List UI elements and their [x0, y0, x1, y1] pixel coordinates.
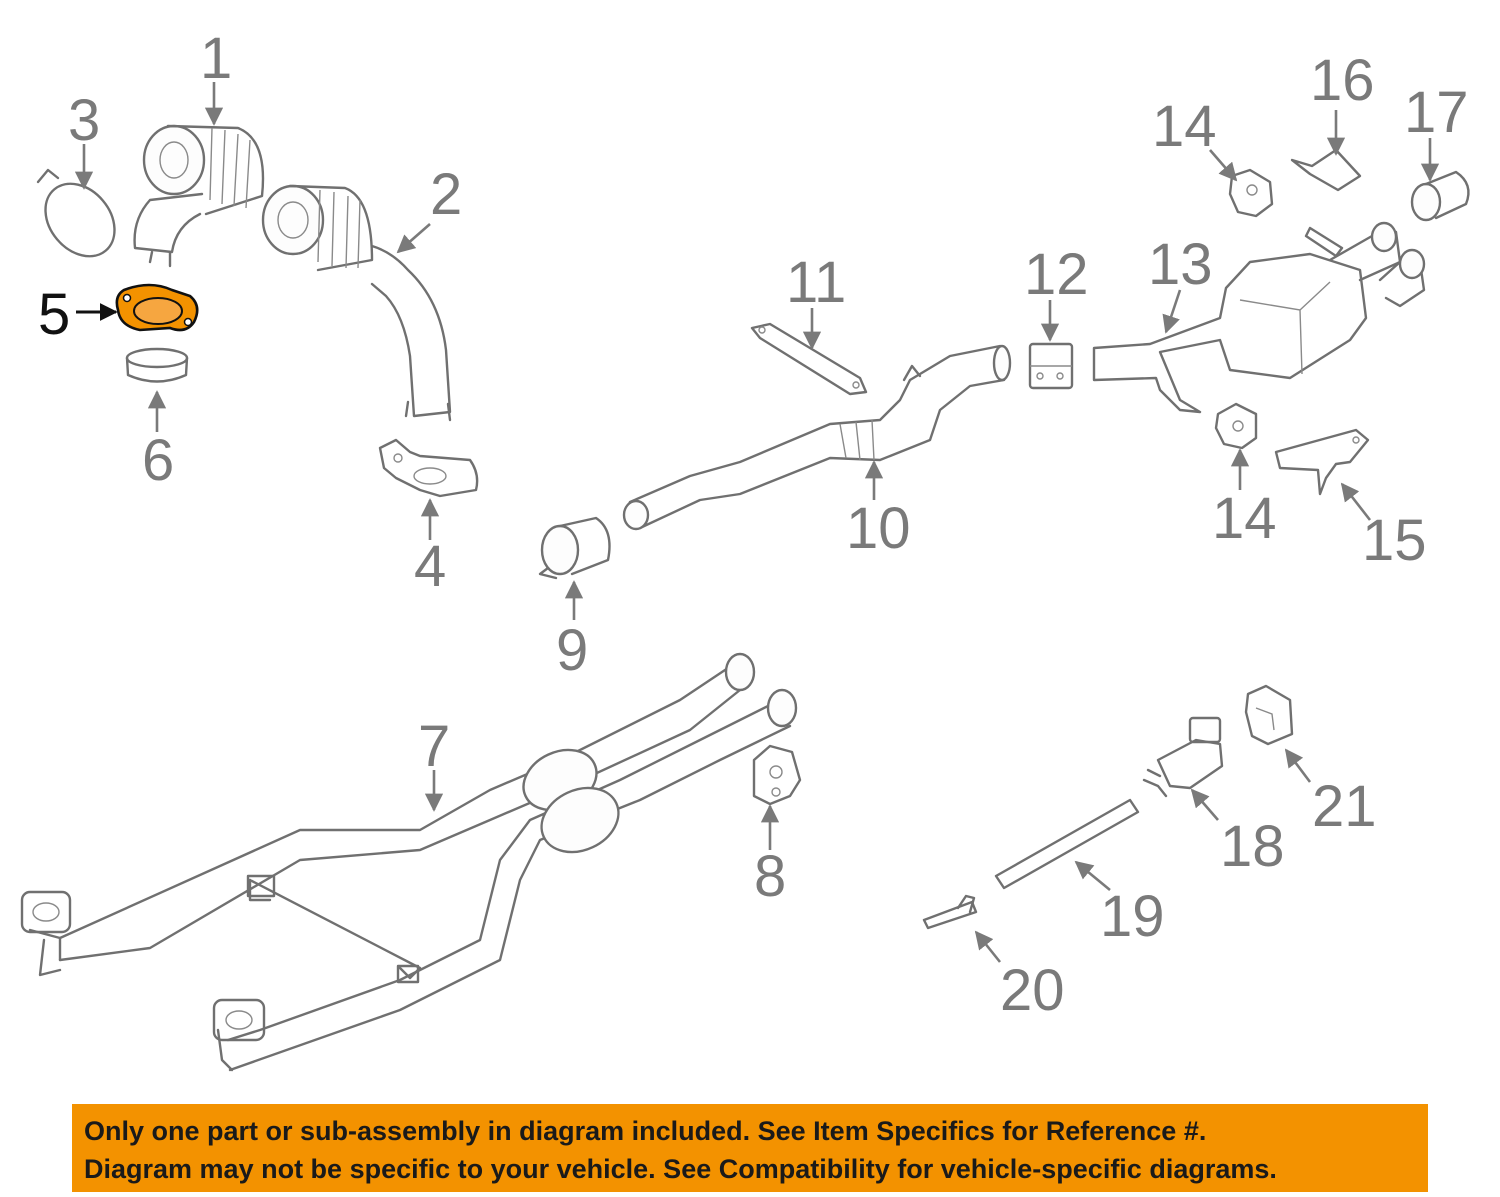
- callout-10: 10: [846, 496, 911, 561]
- gasket-part-5: [115, 283, 199, 332]
- clamp-sleeve-part-9: [538, 516, 611, 580]
- rear-muffler-part-13: [1092, 221, 1426, 414]
- callout-21: 21: [1312, 774, 1377, 839]
- clamp-part-12: [1028, 342, 1074, 390]
- callout-5-highlighted: 5: [38, 282, 70, 347]
- callout-3: 3: [68, 88, 100, 153]
- callout-6: 6: [142, 428, 174, 493]
- callout-14-upper: 14: [1152, 94, 1217, 159]
- valve-part-18: [1142, 716, 1224, 798]
- callout-4: 4: [414, 534, 446, 599]
- callout-14-lower: 14: [1212, 486, 1277, 551]
- callout-1: 1: [200, 26, 232, 91]
- callout-11: 11: [786, 250, 846, 315]
- callout-8: 8: [754, 844, 786, 909]
- ring-part-6: [125, 347, 189, 383]
- callout-15: 15: [1362, 508, 1427, 573]
- callout-13: 13: [1148, 232, 1213, 297]
- intermediate-pipe-part-10: [622, 344, 1012, 531]
- callout-7: 7: [418, 714, 450, 779]
- leader-arrows: [74, 82, 1440, 963]
- bracket-rod-part-11: [750, 322, 868, 396]
- callout-2: 2: [430, 162, 462, 227]
- disclaimer-line-2: Diagram may not be specific to your vehi…: [84, 1154, 1277, 1184]
- callout-9: 9: [556, 618, 588, 683]
- callout-18: 18: [1220, 814, 1285, 879]
- catalytic-converter-part-1: [133, 124, 265, 268]
- callout-17: 17: [1404, 80, 1469, 145]
- catalytic-converter-part-2: [261, 184, 452, 422]
- bracket-part-4: [378, 438, 479, 498]
- tailpipe-tip-part-17: [1410, 170, 1470, 222]
- callout-20: 20: [1000, 958, 1065, 1023]
- t-connector-part-20: [922, 894, 978, 930]
- bracket-part-21: [1244, 684, 1294, 746]
- front-pipe-part-7: [20, 652, 798, 1072]
- hanger-part-8: [752, 744, 802, 806]
- callout-16: 16: [1310, 48, 1375, 113]
- disclaimer-banner: Only one part or sub-assembly in diagram…: [72, 1104, 1428, 1192]
- bracket-part-15: [1274, 428, 1370, 496]
- rubber-mount-part-14-lower: [1214, 402, 1258, 450]
- clamp-part-3: [36, 168, 116, 258]
- callout-19: 19: [1100, 884, 1165, 949]
- rubber-mount-part-14-upper: [1228, 168, 1274, 218]
- callout-12: 12: [1024, 242, 1089, 307]
- hose-part-19: [994, 798, 1140, 890]
- callout-labels: 1 2 3 4 5 6 7 8 9 10 11 12 13 14 14 15 1…: [38, 26, 1469, 1023]
- disclaimer-line-1: Only one part or sub-assembly in diagram…: [84, 1116, 1207, 1146]
- bracket-part-16: [1290, 148, 1362, 192]
